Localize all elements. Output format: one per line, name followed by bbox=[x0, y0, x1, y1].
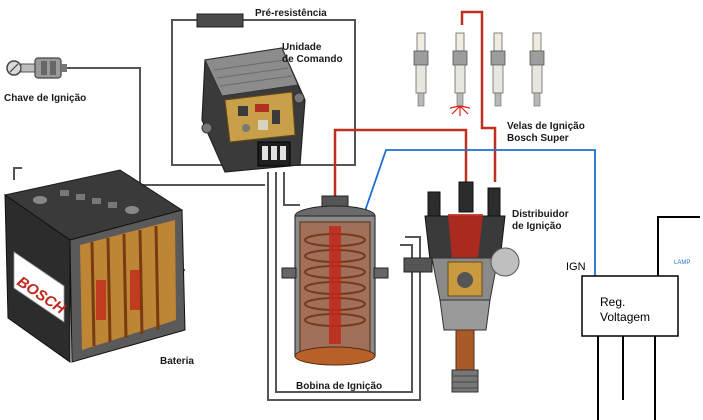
label-chave: Chave de Ignição bbox=[4, 93, 86, 104]
label-bobina: Bobina de Ignição bbox=[296, 381, 382, 392]
label-ign: IGN bbox=[566, 261, 586, 273]
wire-ign-signal bbox=[354, 149, 596, 276]
distributor-shaft bbox=[455, 329, 475, 371]
blue-wires bbox=[354, 149, 596, 276]
battery-terminal-positive bbox=[125, 206, 139, 214]
ignition-coil bbox=[281, 195, 389, 366]
pre-resistor bbox=[196, 13, 244, 28]
label-bateria: Bateria bbox=[160, 356, 194, 367]
battery: BOSCH bbox=[3, 169, 186, 363]
label-velas-line1: Velas de Ignição bbox=[507, 121, 585, 132]
distributor bbox=[403, 181, 520, 393]
label-lamp: LAMP bbox=[674, 260, 690, 266]
battery-terminal-negative bbox=[33, 196, 47, 204]
vacuum-advance bbox=[490, 247, 520, 277]
label-unidade-line2: de Comando bbox=[282, 54, 343, 65]
label-reg-line1: Reg. bbox=[600, 295, 625, 309]
battery-cells-cutaway bbox=[80, 220, 176, 350]
grey-wires bbox=[13, 19, 421, 401]
wire-coil-to-distributor bbox=[333, 128, 468, 210]
label-distribuidor-line2: de Ignição bbox=[512, 221, 561, 232]
label-unidade-line1: Unidade bbox=[282, 42, 322, 53]
control-unit bbox=[201, 47, 306, 173]
distributor-cap bbox=[424, 181, 506, 261]
spark-plug-1 bbox=[413, 32, 429, 107]
label-reg-line2: Voltagem bbox=[600, 310, 650, 324]
spark-plugs bbox=[413, 32, 545, 116]
distributor-connector bbox=[403, 257, 433, 273]
wire-unit-to-coil bbox=[283, 172, 300, 206]
wire-battery-ground bbox=[13, 167, 22, 180]
coil-core bbox=[329, 226, 341, 344]
distributor-gear bbox=[451, 369, 479, 393]
circuit-board bbox=[224, 91, 296, 143]
voltage-regulator bbox=[581, 216, 700, 420]
ignition-key-switch bbox=[6, 57, 67, 79]
label-velas-line2: Bosch Super bbox=[507, 133, 569, 144]
wire-pre-resistor-right bbox=[243, 19, 356, 166]
wire-spark-plug bbox=[460, 10, 497, 182]
spark-plug-4 bbox=[529, 32, 545, 107]
spark-plug-2 bbox=[449, 32, 471, 116]
wire-pre-resistor-left bbox=[171, 19, 268, 166]
spark-plug-3 bbox=[490, 32, 506, 107]
switch-body bbox=[34, 57, 62, 79]
battery-label-panel bbox=[13, 251, 65, 323]
wire-unit-to-distributor-outer bbox=[267, 172, 421, 401]
red-wires bbox=[333, 10, 497, 210]
wire-lamp bbox=[657, 216, 700, 276]
regulator-box bbox=[581, 275, 679, 337]
wire-key-to-unit bbox=[66, 67, 265, 186]
label-distribuidor-line1: Distribuidor bbox=[512, 209, 569, 220]
wire-unit-to-distributor-inner bbox=[275, 172, 413, 393]
spark-icon bbox=[449, 105, 471, 116]
label-pre-resistencia: Pré-resistência bbox=[255, 8, 327, 19]
